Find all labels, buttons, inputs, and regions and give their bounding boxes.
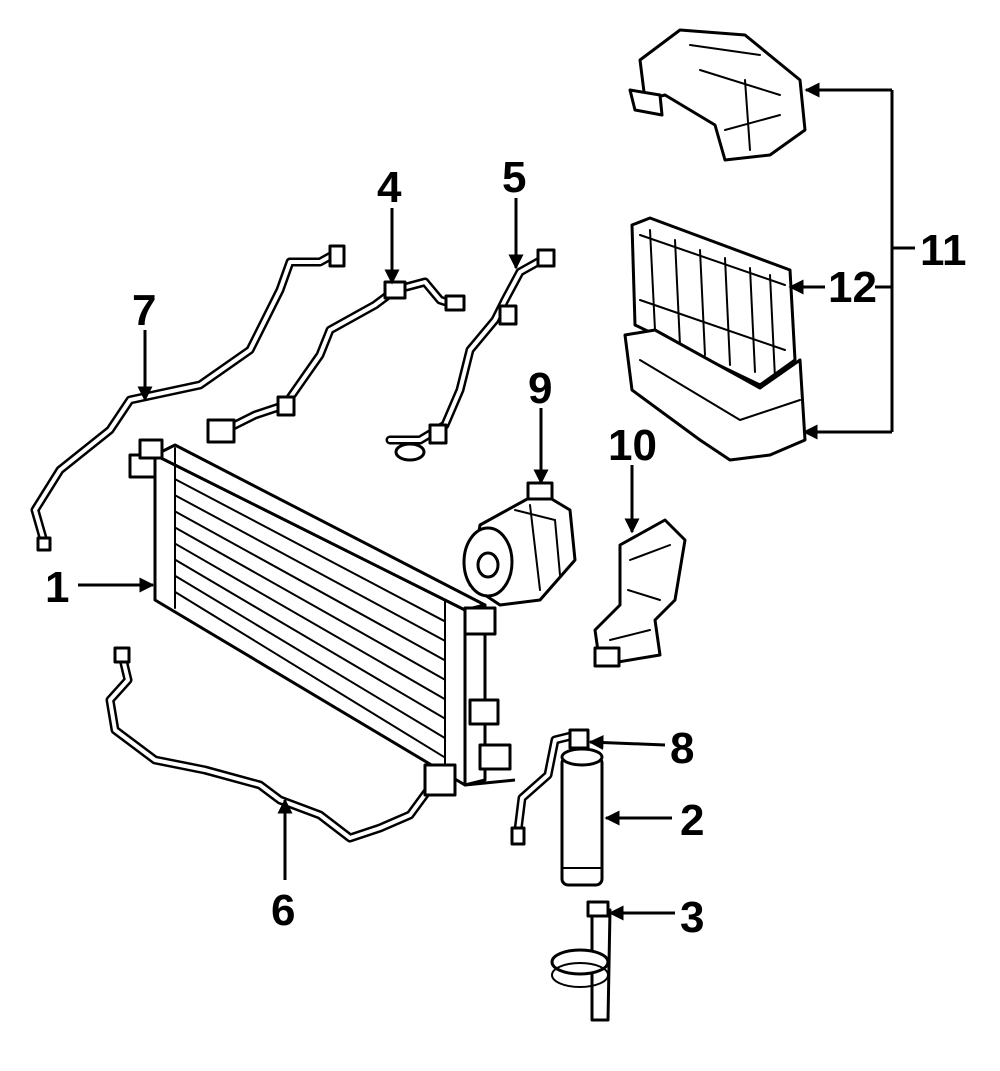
- condenser-fin-line: [174, 558, 446, 720]
- callout-8: 8: [670, 724, 694, 773]
- callout-7: 7: [132, 286, 156, 335]
- callout-labels: 1 2 3 4 5 6 7 8 9 10 11 12: [45, 153, 967, 942]
- callout-9: 9: [528, 364, 552, 413]
- condenser-fin-line: [174, 574, 446, 740]
- part-11-evaporator-case-lower: [623, 328, 807, 462]
- condenser-fin-line: [174, 590, 446, 759]
- callout-2: 2: [680, 796, 704, 845]
- part-11-evaporator-case-upper: [628, 28, 807, 162]
- part-2-receiver-drier: [560, 747, 604, 887]
- part-9-compressor: [462, 481, 577, 607]
- callout-3: 3: [680, 893, 704, 942]
- condenser-fin-line: [174, 494, 446, 642]
- condenser-fin-line: [174, 510, 446, 662]
- callout-6: 6: [271, 886, 295, 935]
- callout-12: 12: [828, 263, 877, 312]
- part-6-liquid-line: [105, 646, 457, 843]
- part-3-drier-bracket: [550, 900, 612, 1022]
- callout-1: 1: [45, 563, 69, 612]
- part-4-suction-hose: [206, 277, 466, 444]
- condenser-fins: [174, 478, 446, 759]
- part-12-evaporator-core: [630, 216, 797, 387]
- leader-lines: [78, 82, 915, 921]
- part-1-condenser: [128, 438, 516, 787]
- part-10-bracket: [593, 518, 687, 668]
- callout-10: 10: [608, 421, 657, 470]
- part-7-liquid-line: [30, 244, 346, 552]
- callout-4: 4: [377, 163, 402, 212]
- condenser-fin-line: [174, 478, 446, 623]
- callout-11: 11: [920, 226, 967, 275]
- callout-5: 5: [502, 153, 526, 202]
- condenser-fin-line: [174, 542, 446, 701]
- part-5-discharge-hose: [385, 248, 556, 462]
- condenser-fin-line: [174, 526, 446, 681]
